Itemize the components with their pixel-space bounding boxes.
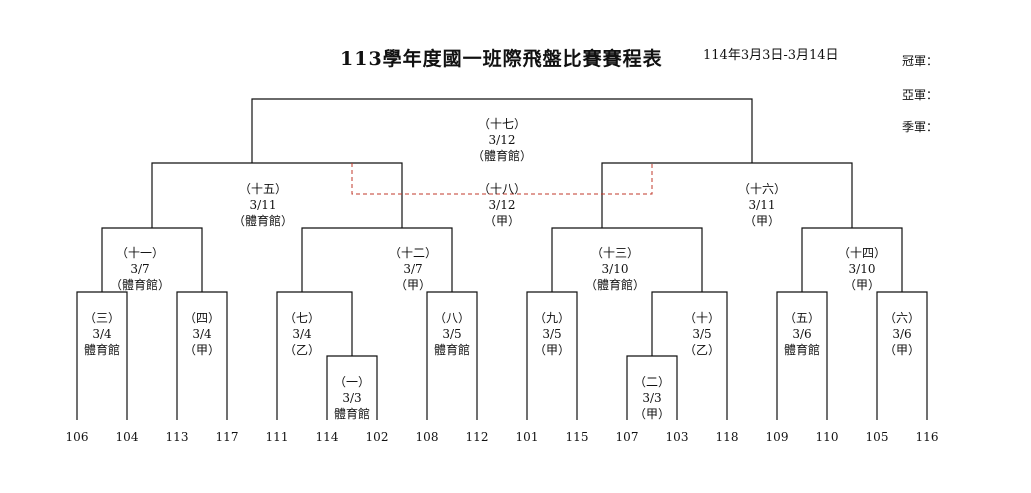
champion-label: 冠軍：	[902, 54, 939, 68]
third-place-label: 季軍：	[902, 120, 939, 134]
team-label: 102	[365, 430, 389, 444]
match-label-m6: （六）3/6（甲）	[883, 311, 920, 357]
team-label: 104	[115, 430, 139, 444]
bracket-line-m10	[651, 291, 728, 420]
team-label: 114	[315, 430, 339, 444]
team-label: 107	[615, 430, 639, 444]
team-label: 106	[65, 430, 89, 444]
match-label-m18: （十八）3/12（甲）	[477, 182, 526, 228]
bracket-line-m16	[601, 162, 853, 228]
match-label-m13: （十三）3/10（體育館）	[584, 246, 645, 292]
team-label: 111	[265, 430, 289, 444]
team-label: 103	[665, 430, 689, 444]
team-label: 113	[165, 430, 189, 444]
team-label: 117	[215, 430, 239, 444]
runner-up-label: 亞軍：	[902, 88, 939, 102]
team-label: 108	[415, 430, 439, 444]
bracket-line-m13	[551, 227, 703, 292]
match-label-m2: （二）3/3（甲）	[633, 375, 670, 421]
team-label: 118	[715, 430, 739, 444]
match-label-m15: （十五）3/11（體育館）	[232, 182, 293, 228]
team-label: 105	[865, 430, 889, 444]
bracket-line-m15	[151, 162, 403, 228]
match-label-m12: （十二）3/7（甲）	[388, 246, 437, 292]
match-label-m4: （四）3/4（甲）	[183, 311, 220, 357]
team-label: 115	[565, 430, 589, 444]
match-label-m9: （九）3/5（甲）	[533, 311, 570, 357]
match-label-m17: （十七）3/12（體育館）	[471, 117, 532, 163]
bracket-line-m12	[301, 227, 453, 292]
team-label: 116	[915, 430, 939, 444]
bracket-line-m7	[276, 291, 353, 420]
match-label-m11: （十一）3/7（體育館）	[109, 246, 170, 292]
bracket-line-m17	[251, 98, 753, 163]
date-range: 114年3月3日-3月14日	[703, 48, 839, 63]
match-label-m7: （七）3/4（乙）	[283, 311, 320, 357]
match-label-m10: （十）3/5（乙）	[683, 311, 720, 357]
bracket-line-m18	[351, 163, 653, 195]
team-label: 110	[815, 430, 839, 444]
team-label: 109	[765, 430, 789, 444]
page-title: 113學年度國一班際飛盤比賽賽程表	[340, 48, 663, 70]
team-label: 112	[465, 430, 489, 444]
match-label-m16: （十六）3/11（甲）	[737, 182, 786, 228]
team-label: 101	[515, 430, 539, 444]
match-label-m14: （十四）3/10（甲）	[837, 246, 886, 292]
